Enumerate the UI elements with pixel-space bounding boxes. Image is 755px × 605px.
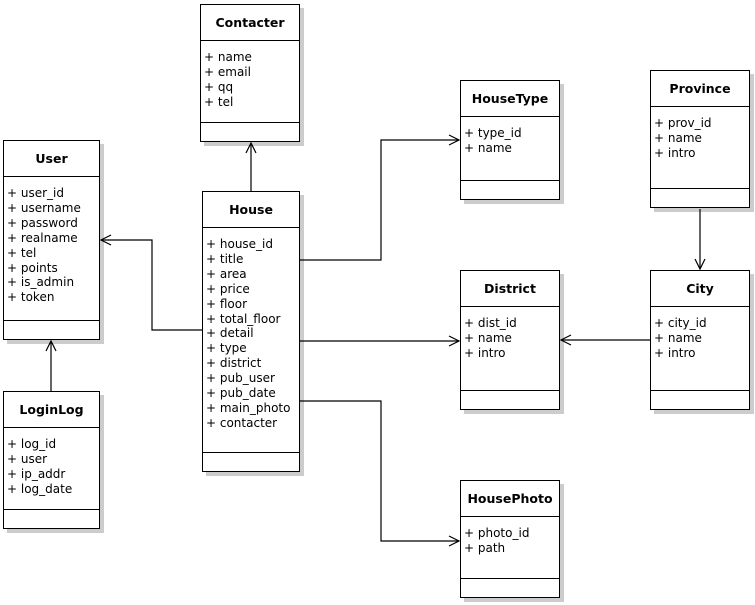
class-name-city: City (651, 271, 749, 307)
attribute-line: + pub_date (206, 386, 276, 401)
attribute-line: + dist_id (464, 316, 517, 330)
class-name-province: Province (651, 71, 749, 107)
class-empty-compartment (4, 509, 99, 528)
class-attributes-compartment: + user_id+ username+ password+ realname+… (4, 177, 99, 320)
attribute-line: + password (7, 215, 78, 230)
attribute-line: + tel (7, 245, 37, 260)
attribute-line: + title (206, 251, 244, 266)
class-empty-compartment (651, 188, 749, 207)
class-empty-compartment (461, 180, 559, 199)
attribute-line: + total_floor (206, 311, 281, 326)
class-box-district[interactable]: District+ dist_id+ name+ intro (460, 270, 560, 410)
class-attributes-compartment: + prov_id+ name+ intro (651, 107, 749, 188)
class-box-city[interactable]: City+ city_id+ name+ intro (650, 270, 750, 410)
class-attributes-compartment: + log_id+ user+ ip_addr+ log_date (4, 428, 99, 509)
attribute-line: + is_admin (7, 275, 75, 290)
attribute-line: + pub_user (206, 371, 275, 386)
attribute-line: + username (7, 200, 81, 215)
class-name-house: House (203, 192, 299, 228)
attribute-line: + house_id (206, 237, 274, 251)
attribute-line: + type_id (464, 126, 522, 140)
attribute-line: + user (7, 451, 48, 466)
attribute-line: + points (7, 260, 58, 275)
attribute-line: + log_date (7, 481, 73, 496)
class-name-housephoto: HousePhoto (461, 481, 559, 517)
attribute-line: + name (464, 330, 512, 345)
attribute-line: + path (464, 540, 506, 555)
attribute-line: + contacter (206, 415, 278, 430)
class-attributes-compartment: + photo_id+ path (461, 517, 559, 578)
class-name-district: District (461, 271, 559, 307)
attribute-line: + main_photo (206, 400, 291, 415)
class-attributes-compartment: + house_id+ title+ area+ price+ floor+ t… (203, 228, 299, 452)
attribute-line: + ip_addr (7, 466, 66, 481)
attribute-line: + photo_id (464, 526, 530, 540)
attribute-line: + detail (206, 326, 254, 341)
attribute-line: + user_id (7, 186, 64, 200)
attribute-line: + type (206, 341, 247, 356)
class-attributes-compartment: + type_id+ name (461, 117, 559, 180)
class-box-house[interactable]: House+ house_id+ title+ area+ price+ flo… (202, 191, 300, 472)
attribute-line: + city_id (654, 316, 707, 330)
attribute-line: + email (204, 64, 251, 79)
attribute-line: + price (206, 281, 250, 296)
attribute-line: + log_id (7, 437, 57, 451)
class-name-housetype: HouseType (461, 81, 559, 117)
class-box-user[interactable]: User+ user_id+ username+ password+ realn… (3, 140, 100, 340)
class-attributes-compartment: + dist_id+ name+ intro (461, 307, 559, 390)
attribute-line: + intro (654, 345, 696, 360)
attribute-line: + name (654, 330, 702, 345)
class-box-contacter[interactable]: Contacter+ name+ email+ qq+ tel (200, 4, 300, 142)
attribute-line: + tel (204, 94, 234, 109)
attribute-line: + name (654, 130, 702, 145)
class-box-housephoto[interactable]: HousePhoto+ photo_id+ path (460, 480, 560, 598)
class-empty-compartment (201, 122, 299, 141)
attribute-line: + name (464, 140, 512, 155)
class-empty-compartment (4, 320, 99, 339)
attribute-line: + prov_id (654, 116, 712, 130)
class-name-loginlog: LoginLog (4, 392, 99, 428)
class-empty-compartment (461, 578, 559, 597)
class-box-loginlog[interactable]: LoginLog+ log_id+ user+ ip_addr+ log_dat… (3, 391, 100, 529)
class-empty-compartment (461, 390, 559, 409)
attribute-line: + district (206, 356, 262, 371)
class-empty-compartment (203, 452, 299, 471)
class-box-housetype[interactable]: HouseType+ type_id+ name (460, 80, 560, 200)
attribute-line: + qq (204, 79, 234, 94)
attribute-line: + token (7, 290, 55, 305)
class-box-province[interactable]: Province+ prov_id+ name+ intro (650, 70, 750, 208)
attribute-line: + intro (654, 145, 696, 160)
attribute-line: + floor (206, 296, 248, 311)
class-name-user: User (4, 141, 99, 177)
attribute-line: + area (206, 266, 247, 281)
class-attributes-compartment: + name+ email+ qq+ tel (201, 41, 299, 122)
class-attributes-compartment: + city_id+ name+ intro (651, 307, 749, 390)
class-name-contacter: Contacter (201, 5, 299, 41)
attribute-line: + name (204, 50, 252, 64)
class-empty-compartment (651, 390, 749, 409)
attribute-line: + realname (7, 230, 78, 245)
attribute-line: + intro (464, 345, 506, 360)
